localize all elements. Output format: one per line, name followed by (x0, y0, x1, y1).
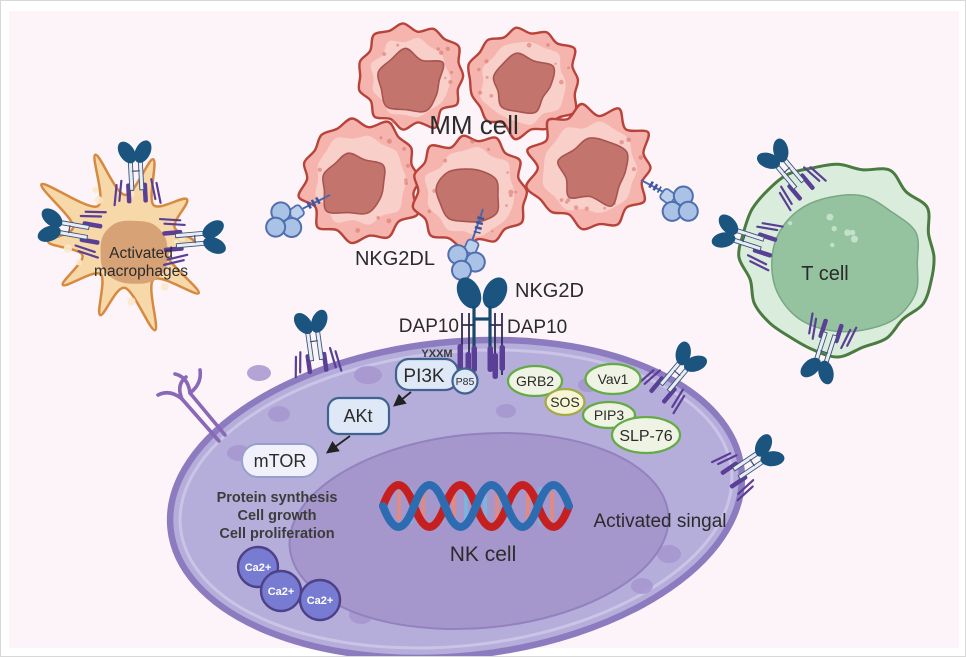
t-cell (704, 128, 936, 392)
mm-cell (357, 22, 465, 131)
ligand-bridge-left (255, 192, 331, 250)
nkg2d-dap10-complex (439, 208, 508, 379)
vav1-node (584, 362, 642, 396)
mm-cell-label: MM cell (429, 110, 519, 140)
outcome-protein-synthesis: Protein synthesis (217, 490, 338, 506)
arrow-akt-mtor (325, 435, 351, 454)
mm-cell-cluster (297, 22, 652, 249)
outcome-cell-proliferation: Cell proliferation (219, 526, 334, 542)
mtor-node (241, 443, 319, 478)
outcome-cell-growth: Cell growth (238, 508, 317, 524)
arrow-pi3k-akt (393, 391, 412, 407)
nkg2d-label: NKG2D (515, 280, 584, 302)
labels: MM cell Activated macrophages T cell NKG… (94, 110, 849, 566)
signaling-nodes (241, 357, 682, 478)
macrophage-label-line2: macrophages (94, 263, 188, 280)
calcium-label: Ca2+ (268, 586, 295, 598)
calcium-label: Ca2+ (245, 562, 272, 574)
nkg2dl-label: NKG2DL (355, 248, 435, 270)
nk-membrane-inner-leaflet (178, 348, 734, 650)
calcium-ions: Ca2+ Ca2+ Ca2+ (236, 545, 342, 622)
dap10-right-label: DAP10 (507, 317, 567, 338)
t-cell-label: T cell (801, 263, 848, 285)
slp76-label: SLP-76 (619, 428, 672, 445)
mm-cell (297, 117, 421, 245)
mtor-label: mTOR (254, 451, 307, 471)
calcium-label: Ca2+ (307, 595, 334, 607)
macrophage-label-line1: Activated (109, 245, 173, 262)
slp76-node (610, 415, 682, 455)
nk-nucleus (288, 431, 670, 631)
dap10-left-label: DAP10 (399, 316, 459, 337)
grb2-node (506, 364, 564, 398)
vav1-label: Vav1 (598, 371, 629, 387)
dna-helix-icon (379, 481, 573, 531)
pi3k-label: PI3K (403, 366, 445, 387)
mm-cell (411, 134, 529, 249)
sos-label: SOS (550, 394, 580, 410)
yxxm-motif-label: YXXM (421, 348, 452, 360)
ligand-bridge-right (640, 176, 709, 234)
akt-node (326, 396, 391, 436)
akt-label: AKt (343, 406, 372, 426)
calcium-ion (298, 578, 342, 622)
activated-signal-label: Activated singal (593, 511, 726, 532)
nk-cell-label: NK cell (450, 543, 517, 566)
mm-cell (525, 102, 652, 231)
sos-node (544, 387, 586, 417)
pip3-label: PIP3 (594, 407, 625, 423)
mm-cell (466, 26, 580, 141)
macrophage-cell (31, 135, 232, 332)
p85-node (451, 367, 479, 395)
activating-receptor-icon (156, 368, 227, 443)
p85-label: P85 (456, 376, 475, 388)
grb2-label: GRB2 (516, 373, 554, 389)
